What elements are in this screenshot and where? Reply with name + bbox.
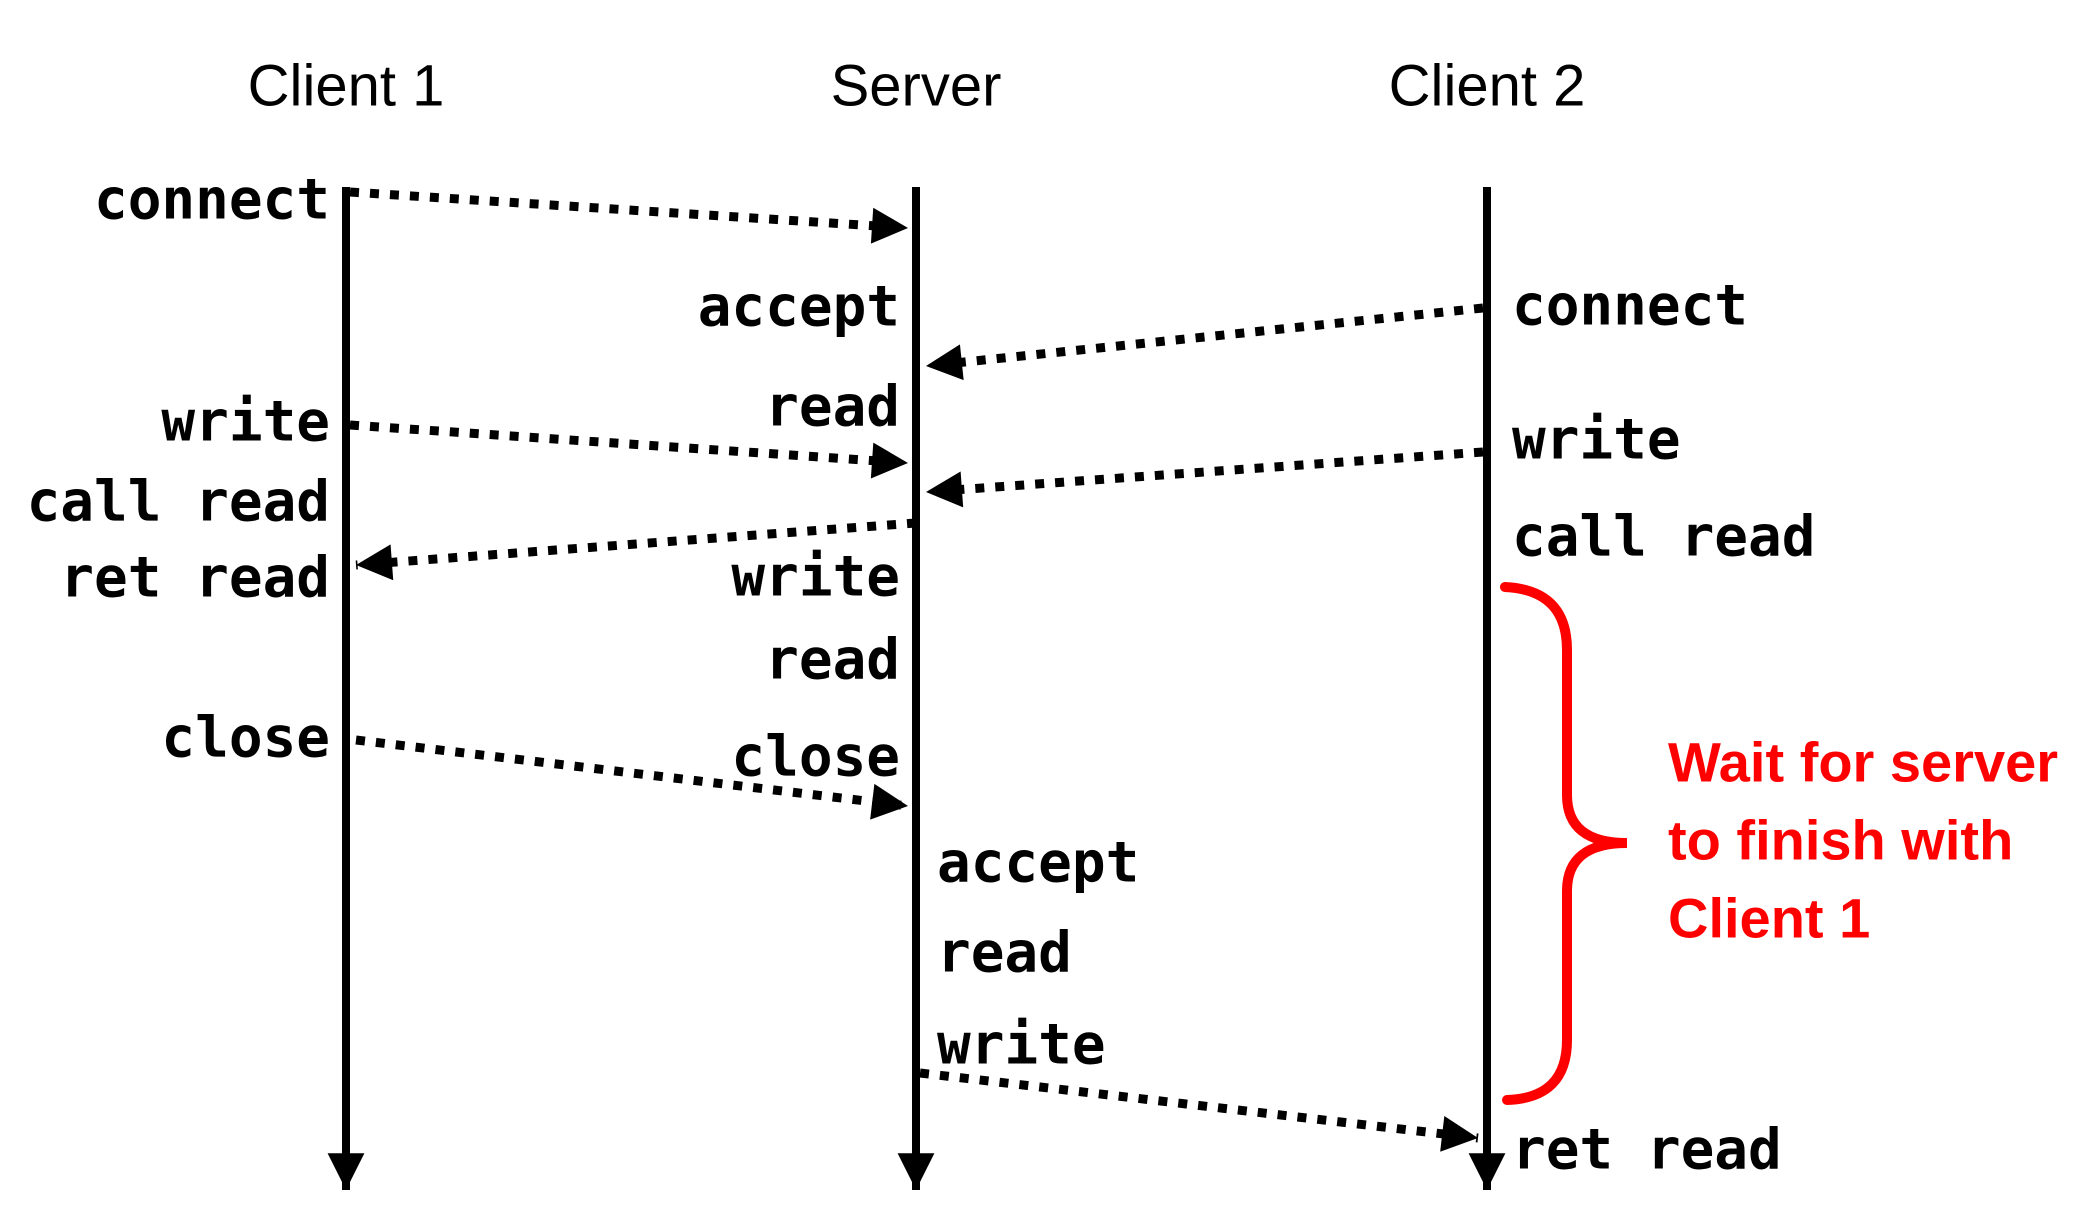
server-write2-label: write [937,1013,1106,1078]
arrow-client1-write-to-server [349,420,909,479]
client1-call-read-label: call read [27,470,330,535]
server-title: Server [831,54,1002,119]
server-write1-label: write [731,545,900,610]
server-read3-label: read [937,921,1072,986]
arrow-server-write-to-client2 [919,1068,1479,1152]
client1-write-label: write [161,390,330,455]
arrow-client2-connect-to-server [925,303,1484,381]
server-accept2-label: accept [937,831,1139,896]
server-read2-label: read [765,628,900,693]
client1-connect-label: connect [94,168,330,233]
server-close-label: close [731,725,900,790]
arrow-client1-close-to-server [355,735,909,820]
annotation-line-2: to finish with [1668,809,2013,872]
server-read1-label: read [765,375,900,440]
client2-ret-read-label: ret read [1512,1118,1782,1183]
arrow-client2-write-to-server [925,447,1484,508]
server-accept1-label: accept [698,275,900,340]
client1-title: Client 1 [248,54,445,119]
client2-connect-label: connect [1512,274,1748,339]
client2-write-label: write [1512,408,1681,473]
arrow-client1-connect-to-server [349,187,909,244]
arrow-server-write-to-client1 [355,518,917,581]
client1-ret-read-label: ret read [60,546,330,611]
client1-close-label: close [161,706,330,771]
annotation-line-3: Client 1 [1668,887,1870,950]
wait-brace [1500,582,1628,1105]
annotation-line-1: Wait for server [1668,731,2058,794]
client2-title: Client 2 [1389,54,1586,119]
client2-call-read-label: call read [1512,505,1815,570]
